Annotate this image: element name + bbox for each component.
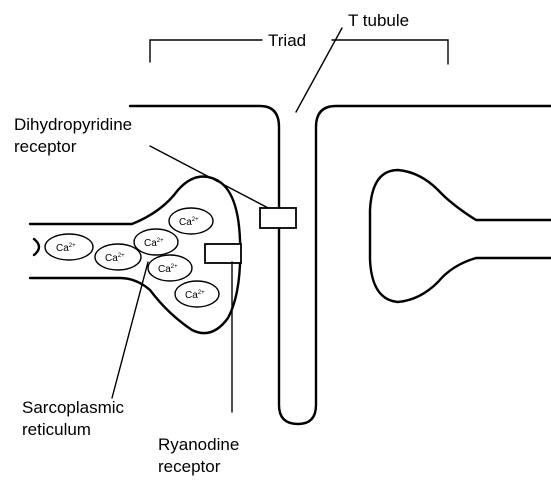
dihydropyridine-receptor <box>260 208 296 228</box>
svg-text:Ryanodine: Ryanodine <box>158 435 239 454</box>
calcium-ion: Ca2+ <box>134 229 178 255</box>
ryanodine-receptor <box>205 244 241 263</box>
ryanodine-receptor-label: Ryanodine receptor <box>158 435 239 476</box>
calcium-ion: Ca2+ <box>95 244 141 270</box>
t-tubule-label: T tubule <box>348 11 409 30</box>
calcium-ion: Ca2+ <box>175 281 219 307</box>
t-tubule-membrane <box>130 106 551 424</box>
svg-text:Dihydropyridine: Dihydropyridine <box>14 115 132 134</box>
sarcoplasmic-reticulum-label: Sarcoplasmic reticulum <box>22 398 125 439</box>
calcium-ion: Ca2+ <box>45 234 93 260</box>
triad-label: Triad <box>268 31 306 50</box>
svg-text:Sarcoplasmic: Sarcoplasmic <box>22 398 125 417</box>
calcium-ion: Ca2+ <box>169 208 213 234</box>
right-sarcoplasmic-reticulum <box>370 170 551 302</box>
dihydropyridine-receptor-label: Dihydropyridine receptor <box>14 115 132 156</box>
svg-text:receptor: receptor <box>14 137 77 156</box>
sarcoplasmic-reticulum-leader-line <box>112 262 148 398</box>
calcium-ion: Ca2+ <box>148 255 192 281</box>
svg-text:reticulum: reticulum <box>22 420 91 439</box>
svg-text:receptor: receptor <box>158 457 221 476</box>
